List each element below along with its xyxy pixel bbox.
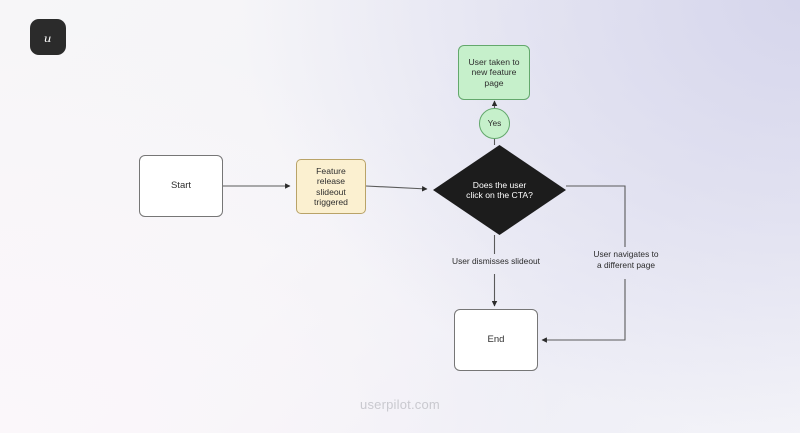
edge-label-user-navigates-away: User navigates to a different page xyxy=(593,249,659,270)
edge-feature-to-decision xyxy=(365,185,428,192)
node-start-label: Start xyxy=(170,180,192,192)
watermark: userpilot.com xyxy=(360,397,440,412)
node-start[interactable]: Start xyxy=(139,155,223,217)
node-yes-branch[interactable]: Yes xyxy=(479,108,510,139)
node-user-taken-to-new-feature-page[interactable]: User taken to new feature page xyxy=(458,45,530,100)
node-decision-label: Does the user click on the CTA? xyxy=(466,179,533,200)
node-feature-page-label: User taken to new feature page xyxy=(468,56,520,88)
node-end-label: End xyxy=(487,334,505,346)
edge-decision-to-end-navigate xyxy=(541,185,626,343)
node-end[interactable]: End xyxy=(454,309,538,371)
node-decision-cta-click[interactable]: Does the user click on the CTA? xyxy=(433,145,566,235)
node-yes-label: Yes xyxy=(487,118,502,129)
node-feature-label: Feature release slideout triggered xyxy=(314,165,348,207)
edge-label-user-dismisses-slideout: User dismisses slideout xyxy=(452,256,540,266)
logo-glyph: ᵤ xyxy=(44,24,52,47)
userpilot-logo-icon: ᵤ xyxy=(30,19,66,55)
node-feature-release-slideout[interactable]: Feature release slideout triggered xyxy=(296,159,366,214)
